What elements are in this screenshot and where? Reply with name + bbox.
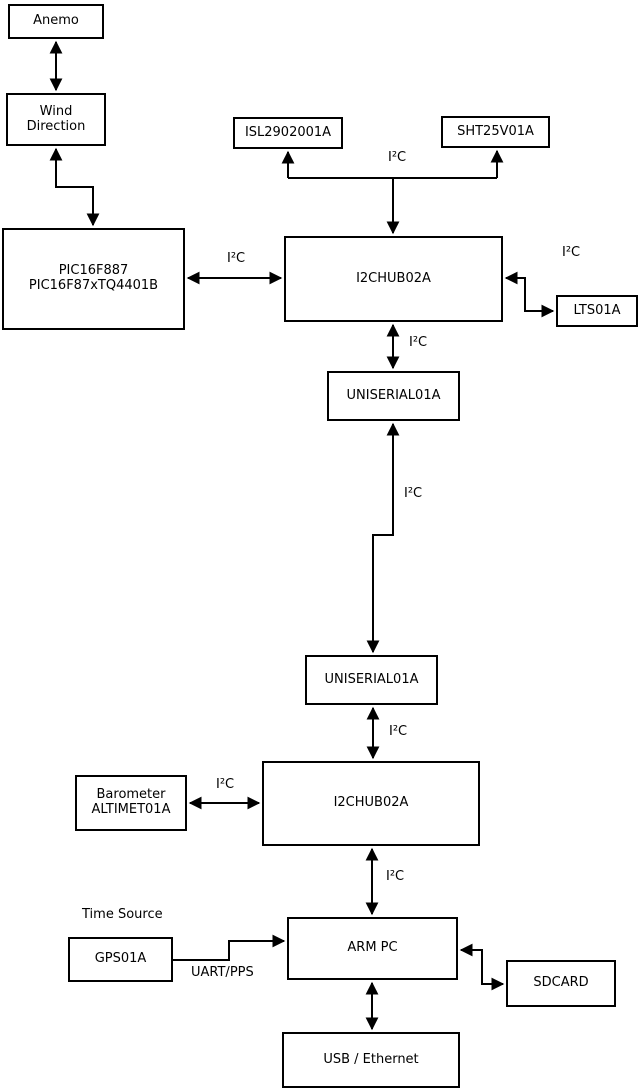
edge-label-i2c-pic-hub: I²C [227,251,246,266]
edge-winddirection-pic [49,147,100,227]
edge-label-i2c-long-run: I²C [404,486,423,501]
node-sht25v01a: SHT25V01A [441,116,550,148]
edge-label-i2c-uniserial-hub2: I²C [389,724,408,739]
node-i2c-hub-top: I2CHUB02A [284,236,503,322]
edge-armpc-sdcard [459,943,505,991]
edge-gps-armpc [173,934,286,961]
node-barometer: Barometer ALTIMET01A [75,775,187,831]
edge-uniserial-uniserial [366,422,400,654]
edge-label-i2c-barometer: I²C [216,777,235,792]
node-usb-ethernet: USB / Ethernet [282,1032,460,1088]
node-arm-pc: ARM PC [287,917,458,980]
node-uniserial-bottom: UNISERIAL01A [305,655,438,705]
node-i2c-hub-bottom: I2CHUB02A [262,761,480,846]
edge-label-i2c-hub-uniserial: I²C [409,335,428,350]
node-gps: GPS01A [68,937,173,982]
edge-label-i2c-hub2-armpc: I²C [386,869,405,884]
node-uniserial-top: UNISERIAL01A [327,371,460,421]
node-sdcard: SDCARD [506,960,616,1007]
edge-label-uart-pps: UART/PPS [191,965,254,980]
edge-label-i2c-lts: I²C [562,245,581,260]
label-time-source: Time Source [82,907,163,922]
node-anemometer: Anemo [8,4,104,39]
node-isl2902001a: ISL2902001A [233,117,343,149]
edge-i2chub-lts [504,271,555,318]
node-lts01a: LTS01A [556,295,638,327]
node-pic-microcontroller: PIC16F887 PIC16F87xTQ4401B [2,228,185,330]
edge-label-i2c-top-bus: I²C [388,150,407,165]
node-wind-direction: Wind Direction [6,93,106,146]
